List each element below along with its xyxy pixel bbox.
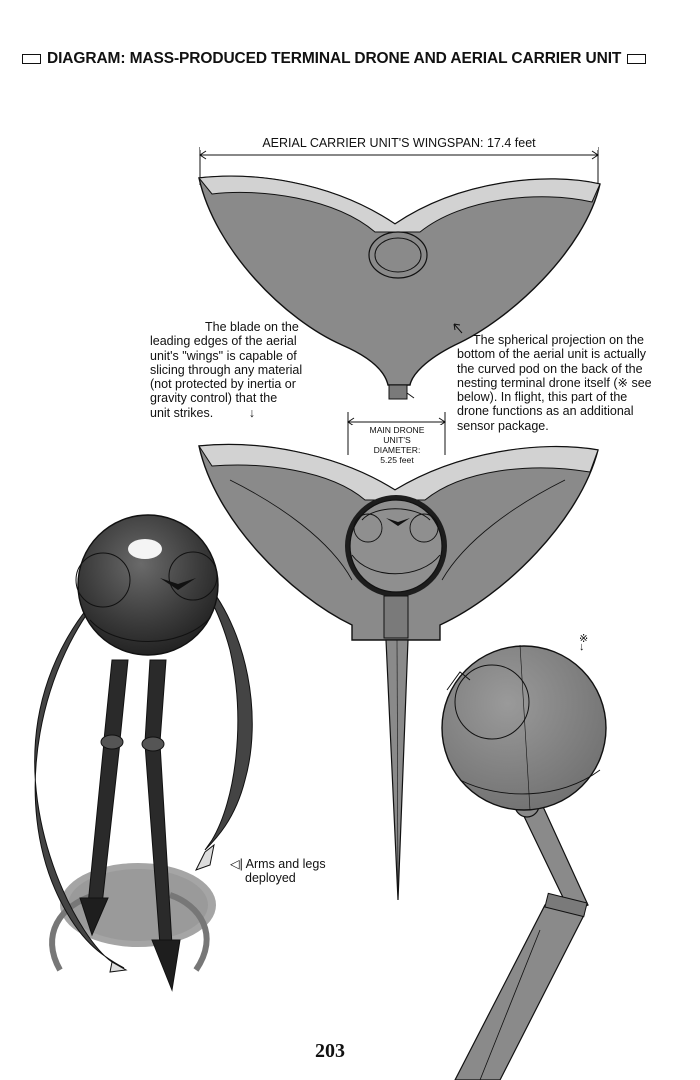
sphere-note-line: below). In flight, this part of the [457, 390, 628, 405]
diameter-dimension [347, 412, 446, 455]
drone-pod-detail [441, 644, 607, 1080]
sphere-note-line: nesting terminal drone itself (※ see [457, 375, 652, 390]
blade-note-line: slicing through any material [150, 362, 303, 377]
arrow-icon [453, 323, 463, 334]
diameter-label-line: UNIT'S [383, 435, 411, 445]
blade-note-line-end: unit strikes. [150, 405, 214, 420]
arrow-icon: ◁| [230, 857, 243, 871]
deployed-drone [34, 514, 253, 992]
arrow-icon: ↓ [579, 641, 585, 653]
blade-note-line: leading edges of the aerial [150, 334, 297, 349]
arms-note-line: Arms and legs [245, 857, 326, 871]
arms-note: ◁| Arms and legs deployed [230, 857, 370, 885]
sphere-note-line: sensor package. [457, 418, 549, 433]
rectangle-box-icon [22, 54, 41, 64]
diameter-label-line: DIAMETER: [373, 445, 421, 455]
wingspan-label: AERIAL CARRIER UNIT'S WINGSPAN: 17.4 fee… [200, 136, 598, 150]
reference-mark: ※ [579, 633, 589, 645]
blade-note-line: The blade on the [205, 320, 299, 334]
sphere-note: The spherical projection on the bottom o… [457, 333, 682, 433]
rectangle-box-icon [627, 54, 647, 64]
aerial-carrier-unit [198, 175, 601, 400]
sphere-note-line: The spherical projection on the [473, 333, 644, 347]
diameter-label: MAIN DRONE UNIT'S DIAMETER: 5.25 feet [352, 425, 442, 465]
page-title: DIAGRAM: MASS-PRODUCED TERMINAL DRONE AN… [22, 50, 682, 68]
blade-note-line: unit's "wings" is capable of [150, 348, 297, 363]
carrier-with-docked-drone [198, 443, 599, 901]
blade-note-line: gravity control) that the [150, 391, 278, 406]
diameter-label-line: 5.25 feet [380, 455, 414, 465]
arrow-icon: ↓ [248, 405, 255, 420]
blade-note-line: (not protected by inertia or [150, 377, 296, 392]
arms-note-line: deployed [245, 871, 296, 885]
blade-note: The blade on the leading edges of the ae… [150, 320, 355, 420]
page-number: 203 [315, 1040, 345, 1062]
sphere-note-line: the curved pod on the back of the [457, 361, 643, 376]
page-title-text: DIAGRAM: MASS-PRODUCED TERMINAL DRONE AN… [47, 50, 622, 67]
sphere-note-line: bottom of the aerial unit is actually [457, 347, 646, 362]
blade-note-line: unit strikes. ↓ [150, 406, 355, 420]
sphere-note-line: drone functions as an additional [457, 404, 634, 419]
diameter-label-line: MAIN DRONE [369, 425, 425, 435]
asterisk-reference-icon: ※ ↓ [579, 632, 588, 653]
